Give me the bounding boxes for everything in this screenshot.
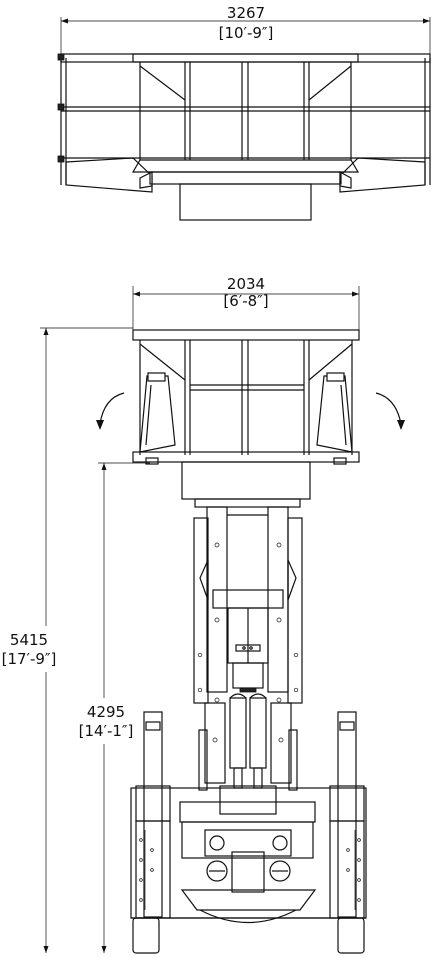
dimension-top-width-value: 3267 (227, 4, 265, 22)
platform-deck (132, 451, 360, 500)
outrigger-left (135, 711, 171, 919)
dimension-overall-height-imperial: [17′-9″] (2, 650, 57, 668)
front-view-lift: 2034 [6′-8″] 5415 [17′-9″] 4295 [14′-1″] (2, 275, 405, 954)
dimension-overall-height-value: 5415 (10, 631, 48, 649)
dimension-platform-height-value: 4295 (87, 703, 125, 721)
platform-guardrail (132, 329, 360, 455)
chassis (130, 787, 367, 954)
mast-assembly (193, 498, 303, 815)
dimension-top-width-imperial: [10′-9″] (219, 24, 274, 42)
dimension-top-width: 3267 [10′-9″] (60, 4, 431, 58)
dimension-platform-height: 4295 [14′-1″] (74, 462, 150, 953)
dimension-platform-height-imperial: [14′-1″] (79, 722, 134, 740)
top-view-extended-platform: 3267 [10′-9″] (57, 4, 431, 221)
fold-arrow-right-icon (375, 392, 405, 430)
fold-arrow-left-icon (96, 392, 125, 430)
dimension-platform-width-imperial: [6′-8″] (223, 292, 268, 310)
dimension-platform-width-value: 2034 (227, 275, 265, 293)
dimension-overall-height: 5415 [17′-9″] (2, 327, 133, 953)
dimension-platform-width: 2034 [6′-8″] (132, 275, 360, 330)
outrigger-right (329, 711, 365, 919)
